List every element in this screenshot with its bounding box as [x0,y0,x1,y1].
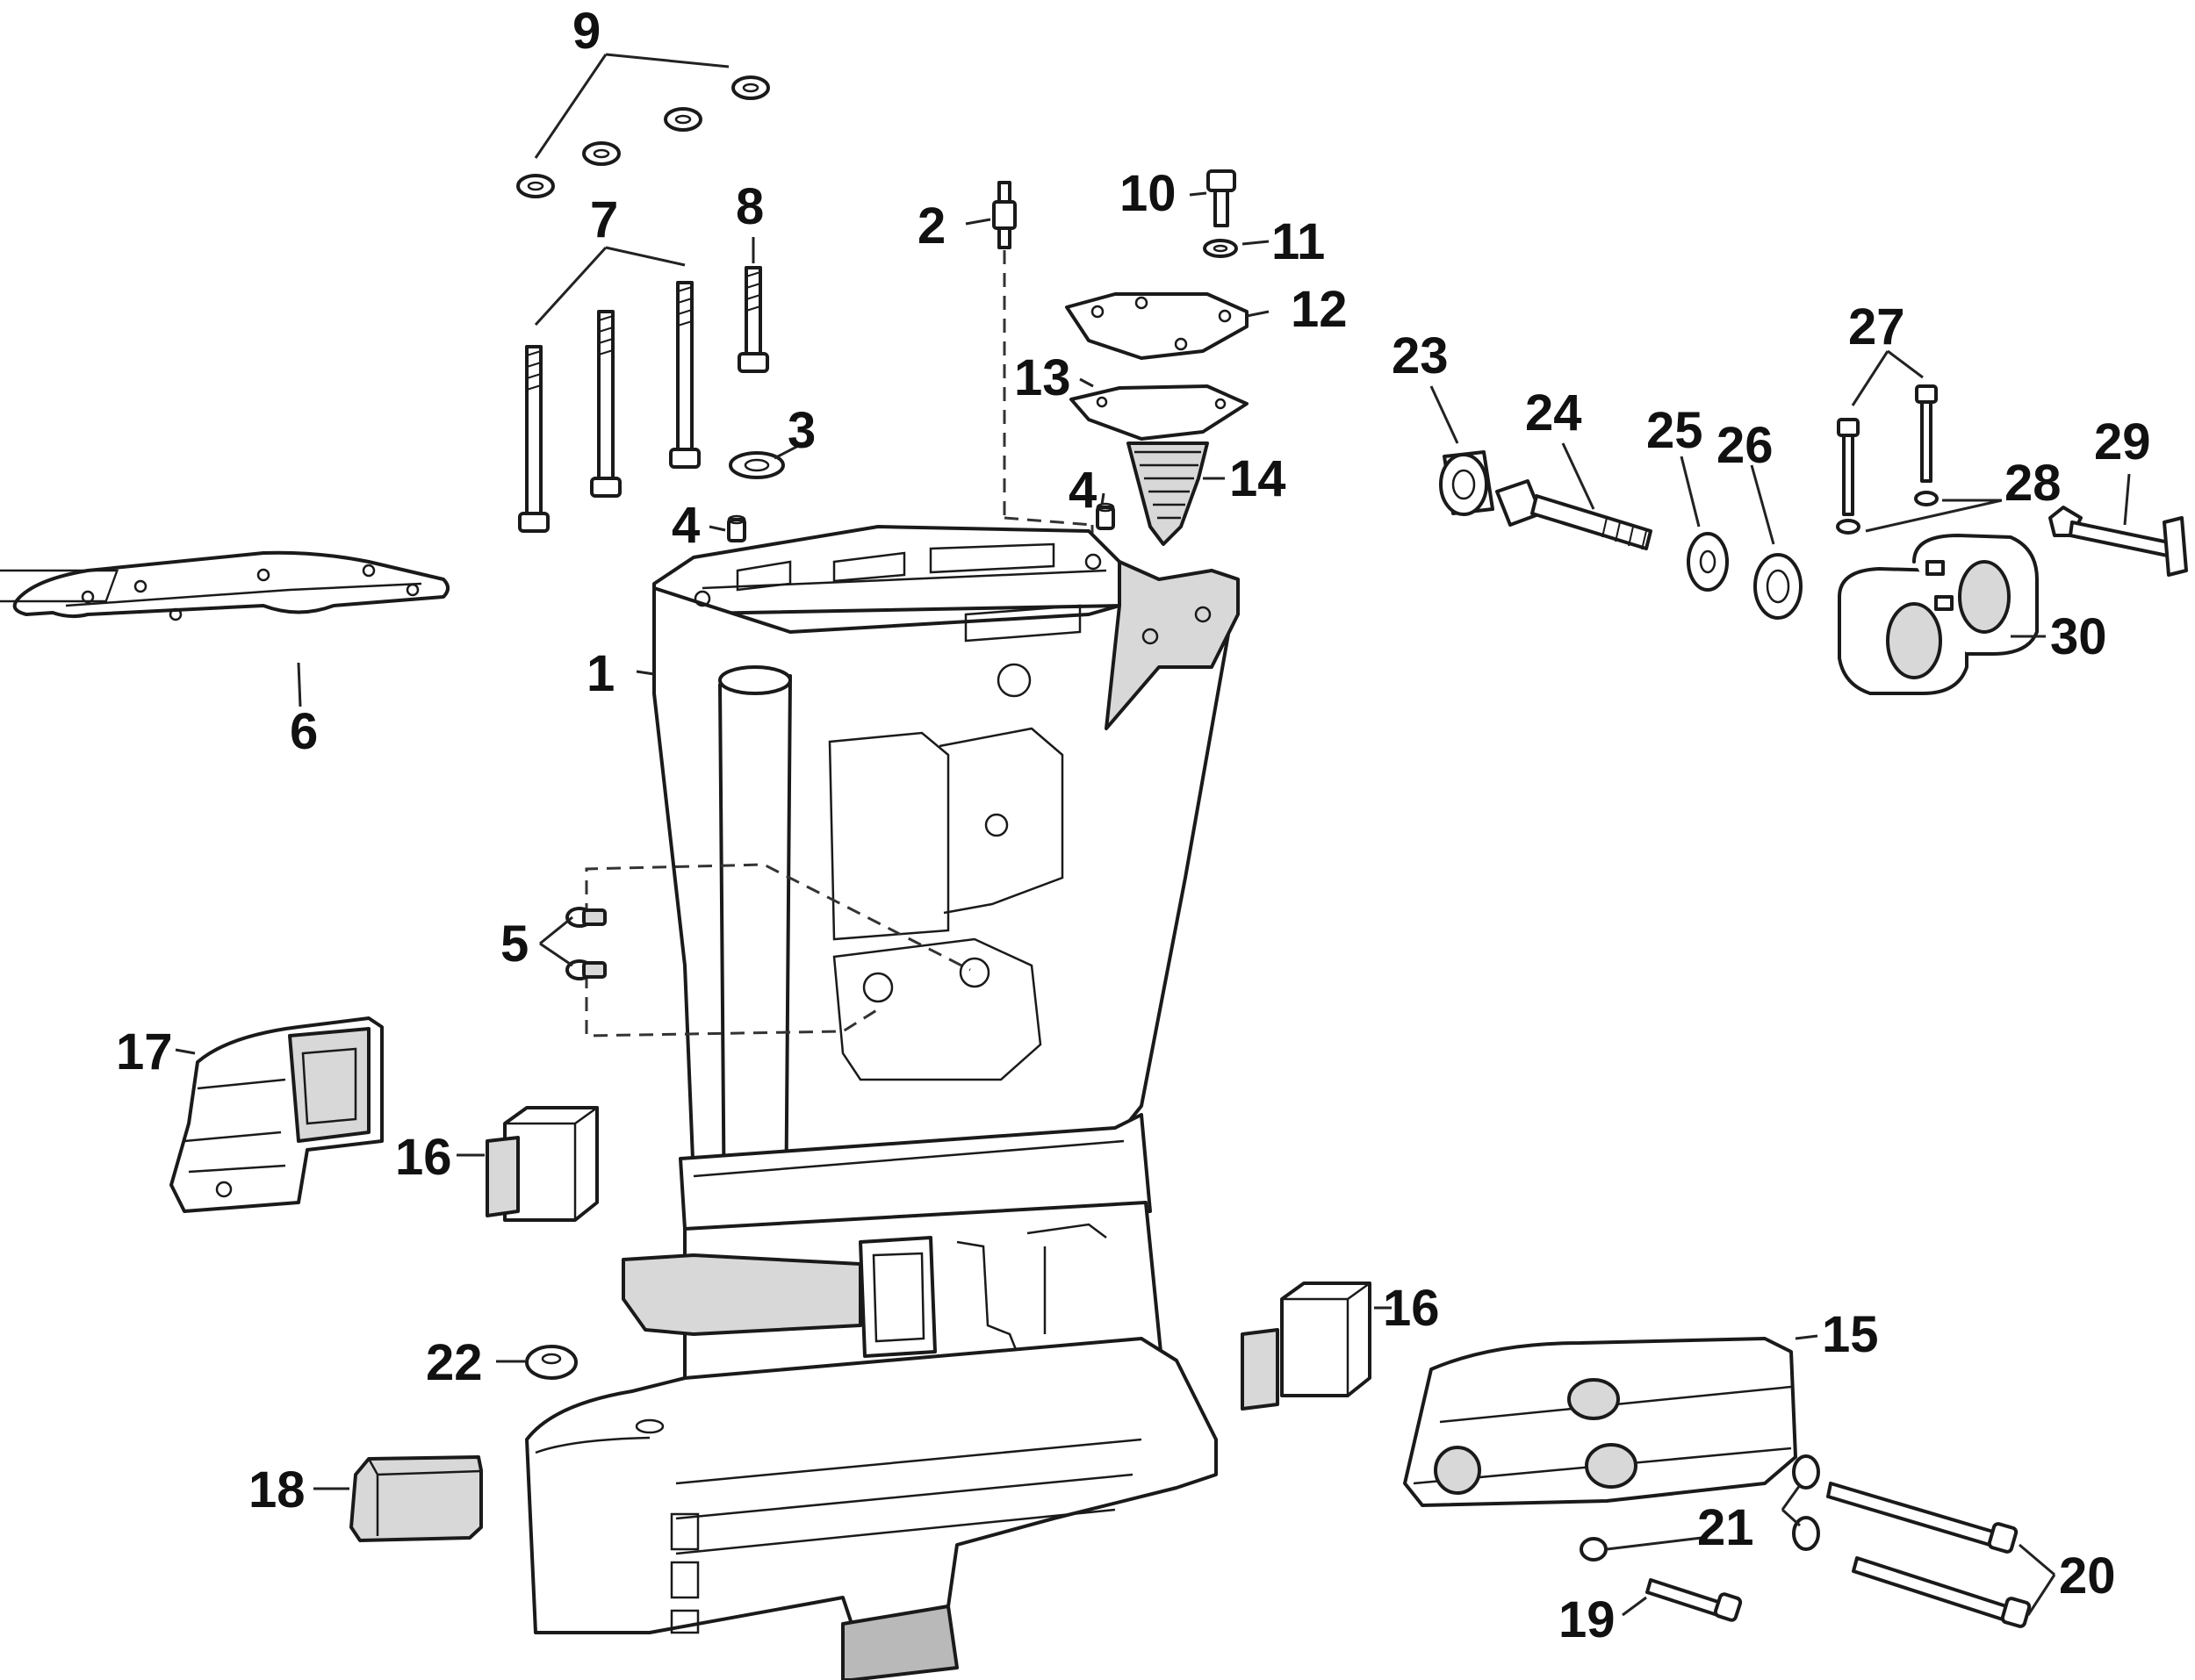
gasket-part-6 [0,550,450,621]
leader-lines [175,53,2131,1617]
callout-25: 25 [1646,402,1703,459]
bracket-part-15 [1403,1337,1797,1507]
callout-4-left: 4 [672,497,700,554]
screws-part-27 [1837,384,1938,516]
screw-part-10 [1206,169,1236,227]
washer-part-22 [525,1345,578,1380]
rubber-mount-part-16-right [1241,1282,1371,1411]
washer-part-25 [1687,532,1729,592]
callout-17: 17 [116,1023,173,1081]
cover-plate-part-12 [1065,292,1249,360]
callout-11: 11 [1271,213,1325,270]
plug-leader-lines [585,863,971,1037]
callout-12: 12 [1291,281,1348,338]
callout-15: 15 [1822,1306,1879,1363]
bolt-part-8 [738,266,769,373]
bushing-part-26 [1753,553,1803,620]
ground-strap-part-29 [2048,506,2188,577]
callout-6: 6 [290,703,318,760]
callout-28: 28 [2004,455,2062,512]
washer-part-3 [729,451,785,479]
bolts-part-20 [1826,1482,2032,1628]
callout-5: 5 [500,915,529,973]
callout-8: 8 [736,178,764,235]
callout-4-right: 4 [1069,462,1097,519]
callout-9: 9 [572,3,601,60]
driveshaft-housing-part-1 [525,525,1240,1680]
callout-29: 29 [2094,413,2151,470]
bracket-part-17 [169,1016,384,1213]
washer-part-11 [1203,239,1238,258]
callout-24: 24 [1525,384,1582,442]
pad-part-18 [349,1455,483,1542]
callout-16-left: 16 [395,1129,452,1186]
cover-gasket-part-13 [1069,384,1249,441]
dowel-pin-part-4-right [1096,502,1115,530]
bolt-part-24 [1495,479,1652,550]
callout-19: 19 [1558,1591,1616,1648]
callout-7: 7 [590,191,618,248]
callout-13: 13 [1014,349,1071,406]
callout-26: 26 [1716,417,1774,474]
bolt-part-19 [1645,1578,1743,1622]
callout-22: 22 [426,1334,483,1391]
callout-1: 1 [587,645,615,702]
callout-27: 27 [1848,298,1905,355]
callout-3: 3 [788,402,816,459]
washers-part-28 [1836,491,1939,535]
callout-30: 30 [2050,608,2107,665]
callout-14: 14 [1229,450,1286,507]
callout-18: 18 [248,1461,306,1518]
rubber-mount-part-16-left [486,1106,599,1222]
bushing-part-23 [1439,450,1494,516]
plugs-part-5 [565,907,607,980]
mount-part-30 [1838,534,2039,695]
long-bolts-part-7 [518,281,701,533]
fitting-part-2 [992,181,1094,544]
callout-2: 2 [918,197,946,255]
callout-20: 20 [2059,1547,2116,1605]
callout-23: 23 [1392,327,1449,384]
filter-part-14 [1126,442,1209,546]
callout-10: 10 [1119,165,1177,222]
callout-21: 21 [1697,1499,1754,1556]
callout-16-right: 16 [1383,1280,1440,1337]
callout-labels: 1 2 3 4 4 5 6 7 8 9 10 11 12 13 14 15 16… [116,3,2151,1648]
washers-part-9 [516,75,770,198]
dowel-pin-part-4-left [727,514,746,542]
